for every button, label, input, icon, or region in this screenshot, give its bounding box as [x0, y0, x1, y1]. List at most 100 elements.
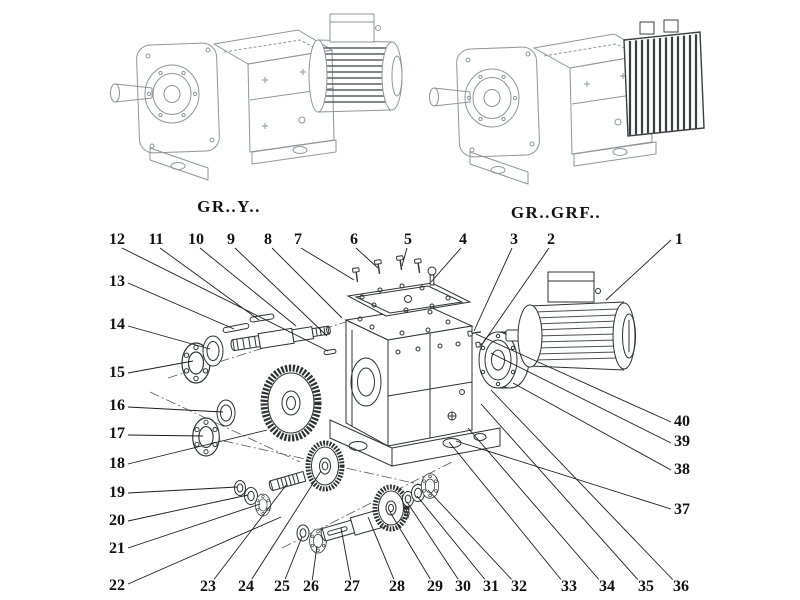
leader-line-19	[127, 486, 238, 494]
callout-16: 16	[109, 397, 125, 414]
gear-18	[260, 364, 322, 442]
callout-24: 24	[238, 578, 254, 595]
leader-line-33	[448, 441, 564, 583]
front-plate	[136, 42, 220, 154]
output-shaft-icon	[429, 87, 471, 107]
motor	[505, 271, 636, 371]
leader-line-9	[234, 247, 328, 337]
callout-5: 5	[404, 231, 412, 248]
leader-line-36	[490, 389, 676, 583]
leader-line-34	[467, 427, 602, 583]
pinion-shaft-23	[268, 470, 307, 492]
callout-40: 40	[674, 413, 690, 430]
leader-line-18	[127, 429, 268, 465]
callout-25: 25	[274, 578, 290, 595]
gear-24	[305, 440, 345, 492]
callout-21: 21	[109, 540, 125, 557]
intermediate-gear-assembly	[192, 364, 345, 517]
callout-27: 27	[344, 578, 360, 595]
leader-line-22	[127, 516, 282, 585]
callout-9: 9	[227, 231, 235, 248]
leader-line-5	[401, 247, 408, 267]
callout-17: 17	[109, 425, 125, 442]
bearing-17	[192, 417, 220, 457]
eye-bolt	[427, 266, 437, 286]
leader-line-35	[480, 403, 641, 583]
leader-line-28	[367, 516, 396, 583]
leader-line-20	[127, 494, 249, 522]
callout-38: 38	[674, 461, 690, 478]
callout-15: 15	[109, 364, 125, 381]
motor-fins	[324, 47, 388, 103]
callout-35: 35	[638, 578, 654, 595]
motor-fins	[533, 308, 619, 361]
callout-23: 23	[200, 578, 216, 595]
leader-line-37	[455, 440, 672, 510]
callout-13: 13	[109, 273, 125, 290]
output-shaft-assembly	[296, 473, 440, 554]
callout-10: 10	[188, 231, 204, 248]
foot-right	[391, 427, 501, 467]
callout-28: 28	[389, 578, 405, 595]
leader-line-12	[121, 247, 329, 352]
leader-line-32	[427, 489, 515, 583]
leader-line-15	[127, 360, 194, 374]
terminal-box	[329, 13, 375, 43]
assembled-view-gr-grf	[429, 19, 705, 185]
key-13	[222, 322, 250, 334]
variant-label-left: GR..Y..	[197, 197, 261, 216]
callout-7: 7	[294, 231, 302, 248]
callout-26: 26	[303, 578, 319, 595]
callout-33: 33	[561, 578, 577, 595]
oil-seal-14	[202, 335, 224, 367]
callout-8: 8	[264, 231, 272, 248]
callout-37: 37	[674, 501, 690, 518]
motor-icon	[308, 13, 403, 113]
assembled-view-gr-y	[110, 13, 403, 181]
leader-line-23	[211, 483, 288, 583]
callout-19: 19	[109, 484, 125, 501]
cooling-fins	[628, 34, 698, 135]
callout-2: 2	[547, 231, 555, 248]
gear-29	[372, 484, 410, 532]
callout-11: 11	[148, 231, 163, 248]
callout-1: 1	[675, 231, 683, 248]
callout-20: 20	[109, 512, 125, 529]
callout-4: 4	[459, 231, 467, 248]
leader-line-39	[490, 352, 672, 444]
washer-19	[234, 480, 246, 496]
callout-31: 31	[483, 578, 499, 595]
callout-6: 6	[350, 231, 358, 248]
leader-line-26	[311, 545, 318, 583]
input-shaft-assembly	[181, 313, 337, 384]
terminal-box	[547, 271, 595, 303]
callout-14: 14	[109, 316, 125, 333]
front-plate	[456, 46, 540, 158]
leader-line-27	[340, 527, 352, 583]
leader-line-13	[127, 282, 235, 330]
leader-line-7	[300, 247, 355, 281]
leader-line-1	[605, 239, 672, 301]
callout-36: 36	[673, 578, 689, 595]
callout-29: 29	[427, 578, 443, 595]
leader-line-17	[127, 434, 204, 437]
leader-line-25	[283, 536, 303, 583]
callout-18: 18	[109, 455, 125, 472]
leader-line-29	[389, 511, 433, 583]
leader-line-38	[512, 382, 672, 471]
grf-fin-block	[623, 19, 705, 137]
callout-22: 22	[109, 577, 125, 594]
gear-housing	[329, 306, 501, 467]
leader-line-8	[271, 247, 343, 319]
leader-line-3	[473, 247, 513, 332]
callout-3: 3	[510, 231, 518, 248]
leader-line-6	[355, 247, 379, 269]
front-hub	[464, 68, 520, 128]
callout-30: 30	[455, 578, 471, 595]
callout-12: 12	[109, 231, 125, 248]
leader-line-4	[430, 247, 462, 283]
front-hub	[144, 64, 200, 124]
